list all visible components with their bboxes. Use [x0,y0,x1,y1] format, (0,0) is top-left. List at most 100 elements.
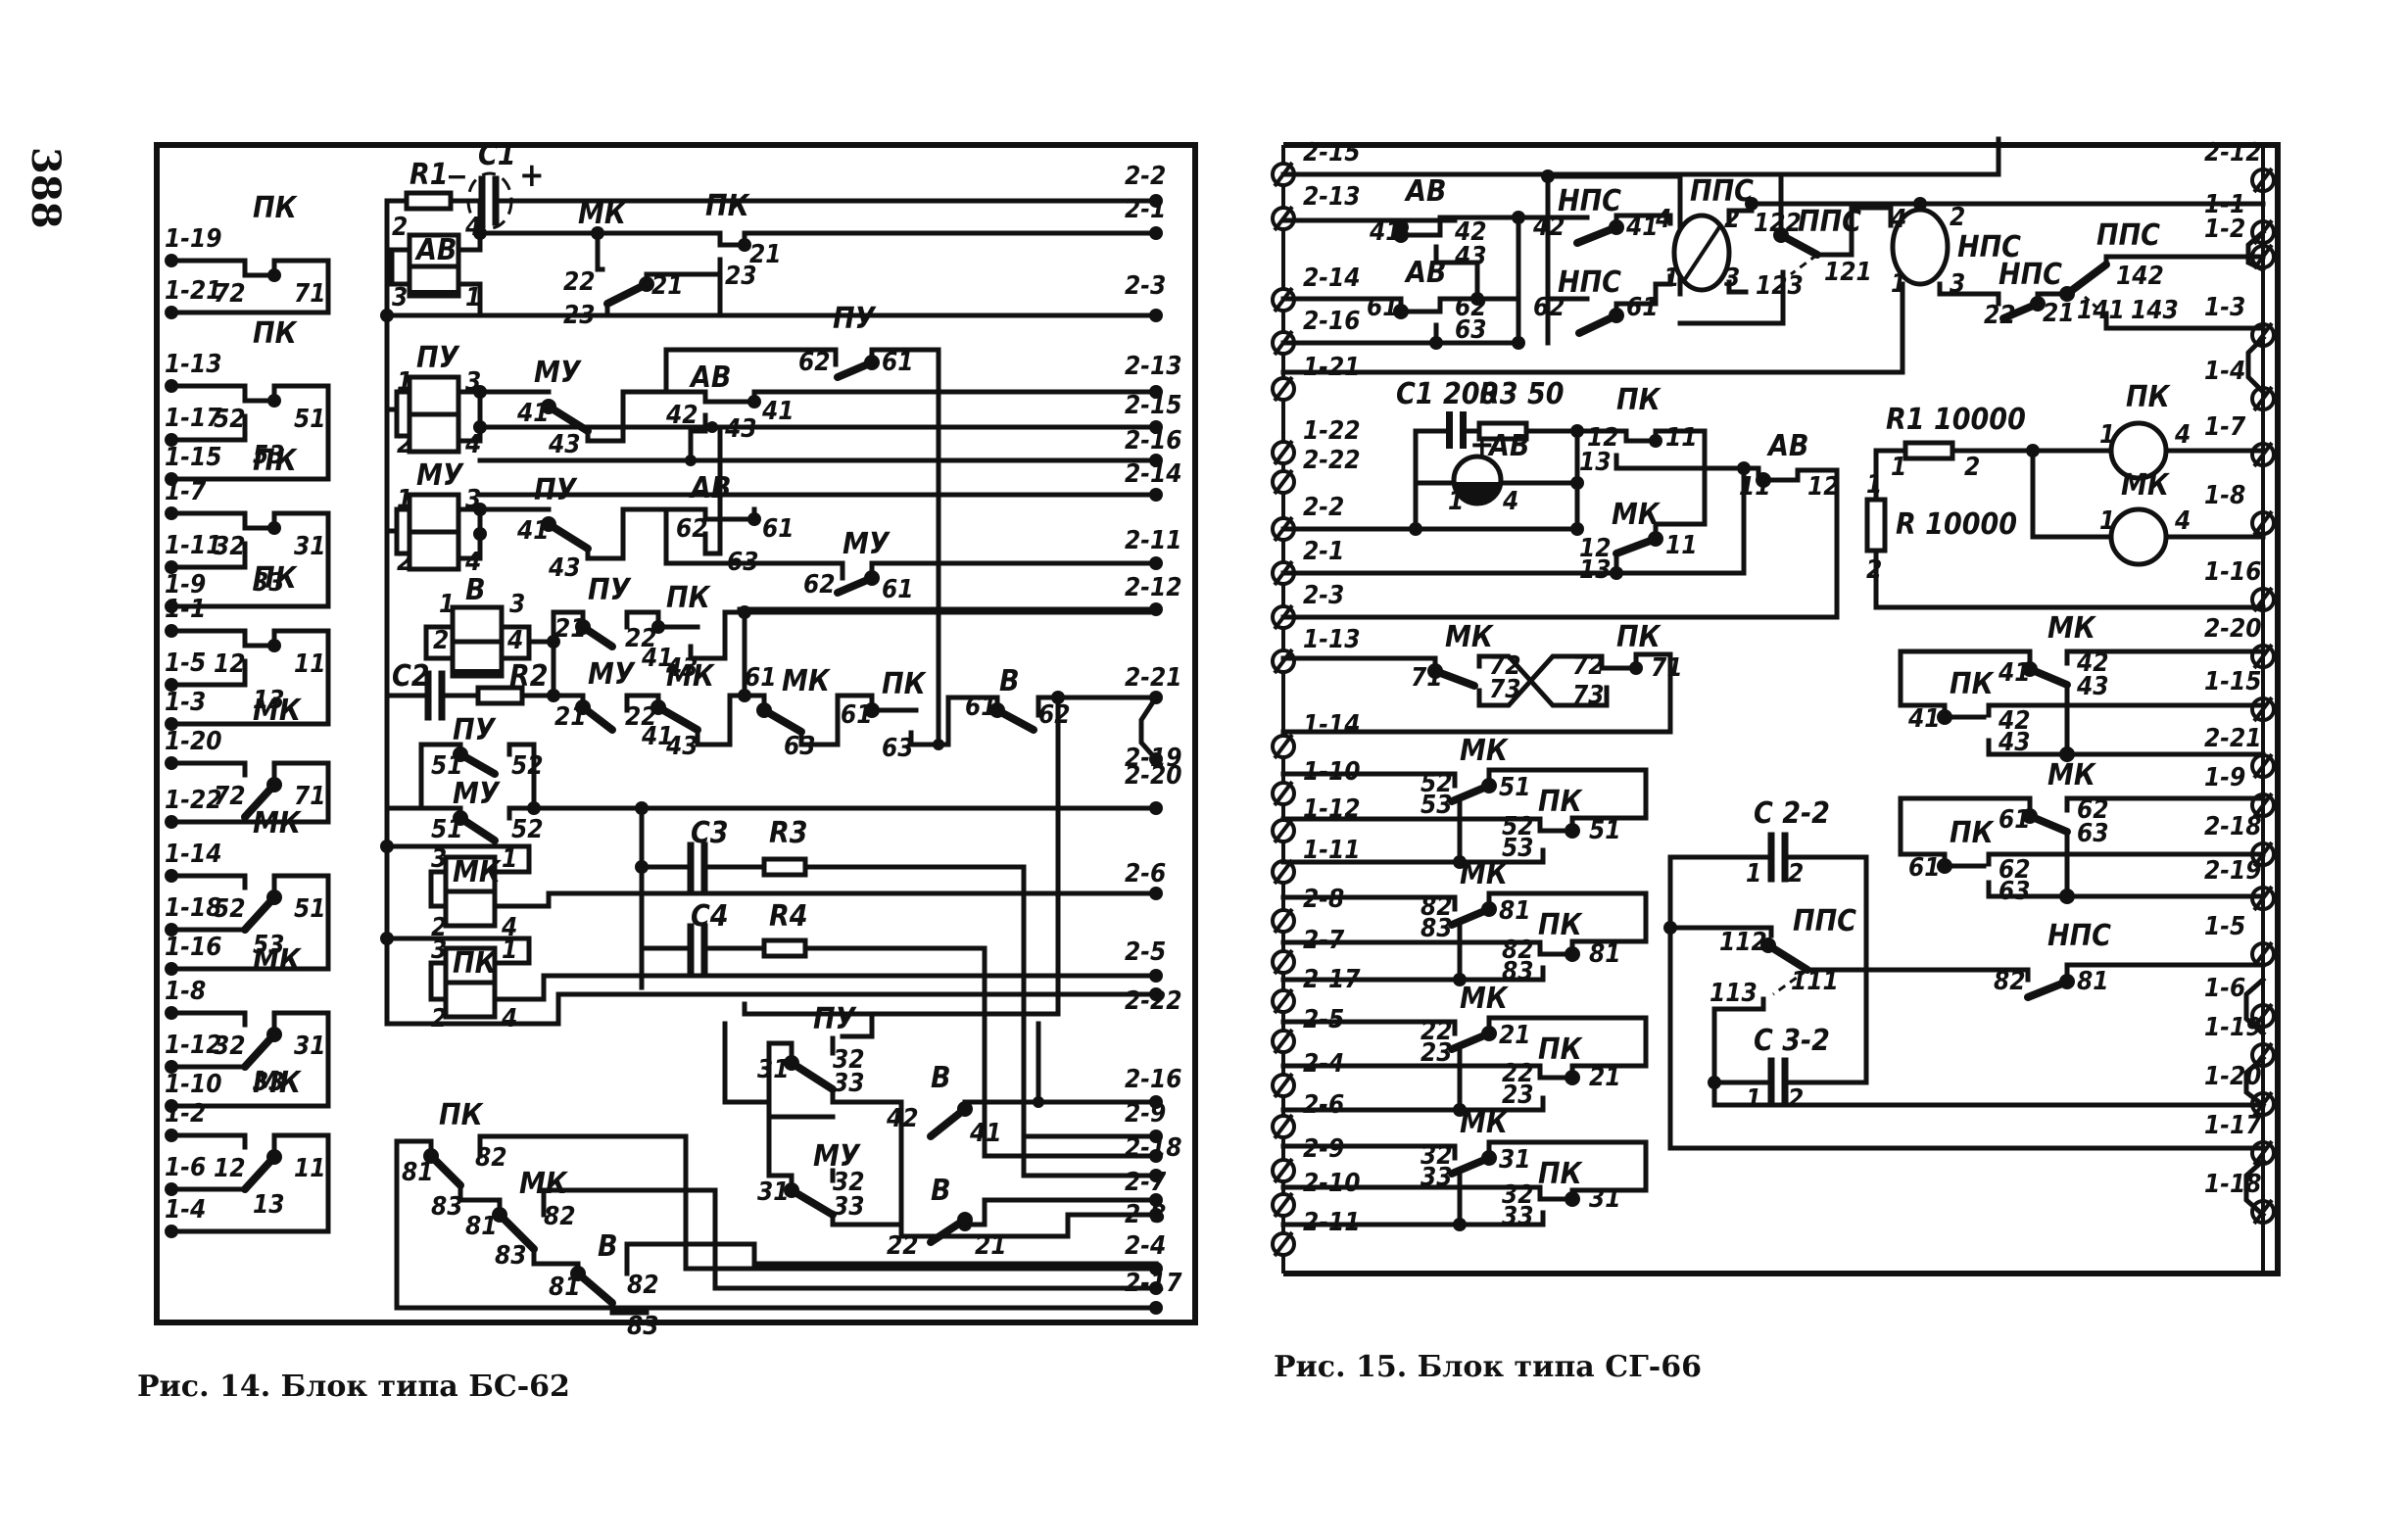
pin-label: 71 [294,782,326,811]
junction-dot [527,801,541,815]
relay-label: МК [1460,734,1510,768]
pin-label: 63 [882,734,914,763]
terminal-label: 1-20 [165,727,222,756]
relay-label: АВ [689,360,731,395]
wire [2103,311,2266,331]
wire [1280,847,1546,865]
resistor-r3 [761,856,808,878]
pin-label: 23 [1502,1081,1534,1110]
wire [663,389,757,405]
junction-dot [267,521,281,535]
coil-b-label: В [465,573,486,607]
wire [2103,254,2266,267]
terminal-label: 2-18 [2204,812,2262,841]
wire [169,873,331,972]
terminal-label: 2-14 [1125,459,1182,489]
relay-label: ПК [253,444,299,478]
wire [1613,213,1673,226]
wire [585,389,669,444]
terminal-label: 2-11 [1125,526,1182,555]
pin-label: 62 [1533,293,1565,322]
pin-label: 113 [1710,979,1758,1008]
wire [688,609,1159,661]
pin-label: 4 [501,1004,517,1033]
wire [1280,894,1458,912]
wire [389,247,412,287]
terminal-label: 1-19 [165,224,222,254]
wire [492,890,1159,909]
pin-label: 3 [1724,264,1740,293]
wire [169,760,331,825]
pin-label: 83 [495,1241,527,1271]
pin-label: 51 [431,815,463,844]
switch-pivot [784,1182,799,1198]
terminal-dot [1149,1169,1163,1182]
pin-label: 21 [1589,1063,1621,1092]
wire [742,230,1159,248]
pin-label: 32 [833,1045,865,1075]
junction-dot [473,527,487,541]
terminal-label: 2-16 [1125,1065,1182,1094]
r4-label: R4 [769,899,808,934]
pin-label: 42 [665,401,698,430]
terminal-label: 2-16 [1303,307,1361,336]
pin-label: 83 [431,1192,463,1222]
wire [384,936,532,966]
wire [1898,649,2033,716]
terminal-label: 1-9 [165,570,206,600]
pin-label: 72 [214,279,246,309]
pin-label: 82 [544,1202,576,1231]
wire [802,864,1027,1139]
pin-label: 2 [1964,453,1980,482]
switch-pivot [453,810,468,826]
switch-pivot [575,699,591,715]
pin-label: 2 [392,213,408,242]
wire [1280,465,1747,576]
pin-label: 1 [2099,420,2115,450]
wire [1280,651,1673,735]
terminal-dot [1149,385,1163,399]
pin-label: 41 [1369,217,1402,247]
frame-border [154,142,1198,1325]
pin-label: 62 [676,514,708,544]
relay-label: МК [578,197,628,231]
terminal-label: 1-17 [2204,1111,2262,1140]
wire [1280,281,1905,375]
pin-label: 81 [1499,896,1531,926]
pin-label: 21 [2043,299,2075,328]
switch-pivot [784,1055,799,1071]
pin-label: 31 [1499,1145,1531,1175]
relay-label: МУ [534,356,582,390]
wire [1280,816,1575,834]
pin-label: 112 [1719,928,1767,957]
pin-label: 22 [625,624,657,653]
pin-label: 31 [294,532,326,561]
terminal-label: 1-11 [165,531,222,560]
pin-label: 142 [2116,262,2164,291]
pin-label: 21 [554,614,587,644]
wire [456,198,483,253]
wire [169,541,248,570]
screw-slot [1273,780,1294,807]
wire [384,506,412,556]
junction-dot [958,1218,972,1231]
screw-slot [1273,733,1294,760]
terminal-label: 1-4 [2204,357,2245,386]
relay-label: МУ [843,527,891,561]
wire [1398,215,1521,238]
wire [798,693,855,747]
terminal-dot [1149,969,1163,983]
c2-label: C2 [392,659,430,694]
pin-label: 41 [516,399,550,428]
r1-label: R1 [409,158,449,192]
pin-label: 72 [1572,651,1605,681]
pin-label: 32 [1421,1141,1453,1171]
terminal-label: 2-18 [1125,1133,1182,1163]
pin-label: 61 [1367,293,1399,322]
wire [1280,1184,1575,1202]
pin-label: 43 [548,553,581,583]
wire [962,1099,1159,1112]
pin-label: 22 [563,267,596,297]
relay-label: АВ [1404,174,1446,209]
